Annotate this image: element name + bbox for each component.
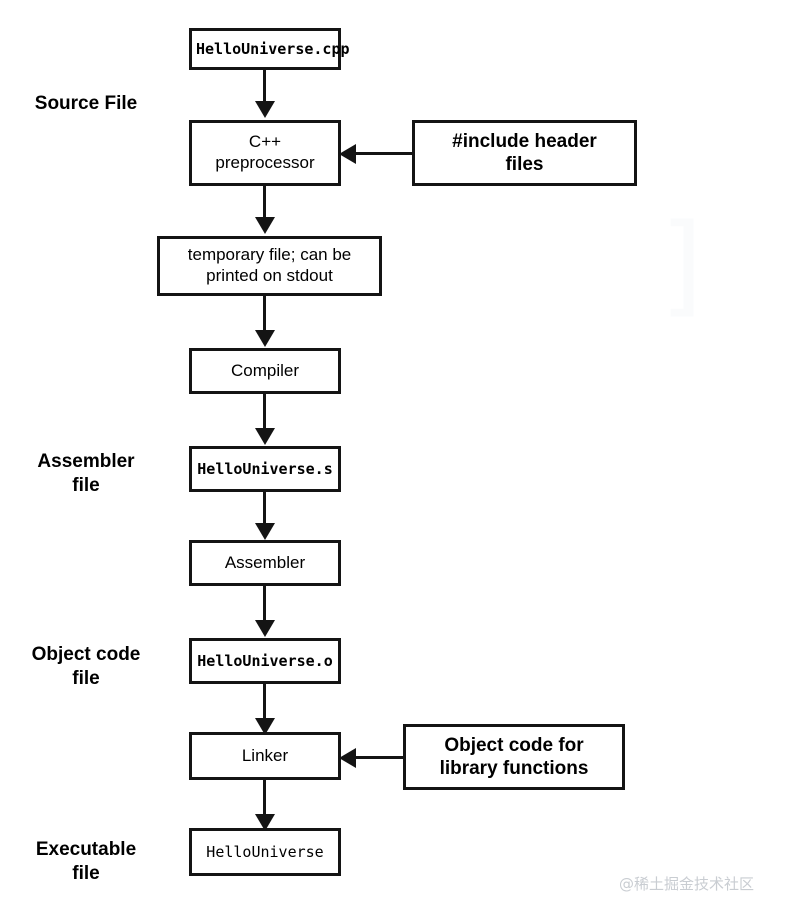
arrowhead-temp-to-compiler bbox=[255, 330, 275, 347]
arrowhead-source-to-preprocessor bbox=[255, 101, 275, 118]
stage-label-executable-file: Executable file bbox=[35, 839, 137, 884]
node-assembly-file[interactable]: HelloUniverse.s bbox=[189, 446, 341, 492]
arrowhead-assembler-to-obj bbox=[255, 620, 275, 637]
stage-label-assembler-file: Assembler file bbox=[37, 451, 135, 496]
node-temporary-file-label: temporary file; can be printed on stdout bbox=[187, 245, 352, 285]
connector-temp-to-compiler bbox=[263, 296, 266, 332]
faint-watermark: ] bbox=[660, 200, 703, 328]
arrowhead-include-to-preprocessor bbox=[339, 144, 356, 164]
node-compiler-label: Compiler bbox=[230, 360, 300, 380]
node-object-file-label: HelloUniverse.o bbox=[197, 651, 333, 670]
node-assembler-label: Assembler bbox=[224, 552, 306, 572]
node-preprocessor-label: C++ preprocessor bbox=[215, 132, 315, 172]
connector-asm-to-assembler bbox=[263, 492, 266, 526]
arrowhead-compiler-to-asm bbox=[255, 428, 275, 445]
site-watermark: @稀土掘金技术社区 bbox=[619, 875, 755, 893]
connector-include-to-preprocessor bbox=[356, 152, 414, 155]
node-object-file[interactable]: HelloUniverse.o bbox=[189, 638, 341, 684]
node-library-object-code[interactable]: Object code for library functions bbox=[403, 724, 625, 790]
connector-library-to-linker bbox=[356, 756, 405, 759]
node-assembler[interactable]: Assembler bbox=[189, 540, 341, 586]
stage-label-object-code-file: Object code file bbox=[31, 644, 141, 689]
node-include-headers[interactable]: #include header files bbox=[412, 120, 637, 186]
connector-linker-to-exe bbox=[263, 780, 266, 816]
node-executable-label: HelloUniverse bbox=[206, 842, 324, 861]
arrowhead-obj-to-linker bbox=[255, 718, 275, 735]
arrowhead-linker-to-exe bbox=[255, 814, 275, 831]
node-linker[interactable]: Linker bbox=[189, 732, 341, 780]
node-source-cpp[interactable]: HelloUniverse.cpp bbox=[189, 28, 350, 70]
arrowhead-library-to-linker bbox=[339, 748, 356, 768]
node-temporary-file[interactable]: temporary file; can be printed on stdout bbox=[157, 236, 382, 296]
connector-source-to-preprocessor bbox=[263, 70, 266, 103]
connector-compiler-to-asm bbox=[263, 394, 266, 430]
stage-label-source-file: Source File bbox=[34, 93, 138, 114]
arrowhead-preprocessor-to-temp bbox=[255, 217, 275, 234]
node-assembly-file-label: HelloUniverse.s bbox=[197, 459, 333, 478]
connector-preprocessor-to-temp bbox=[263, 186, 266, 219]
node-library-object-code-label: Object code for library functions bbox=[439, 734, 589, 779]
node-executable[interactable]: HelloUniverse bbox=[189, 828, 341, 876]
node-preprocessor[interactable]: C++ preprocessor bbox=[189, 120, 341, 186]
arrowhead-asm-to-assembler bbox=[255, 523, 275, 540]
node-linker-label: Linker bbox=[241, 745, 289, 765]
node-include-headers-label: #include header files bbox=[452, 130, 597, 175]
node-compiler[interactable]: Compiler bbox=[189, 348, 341, 394]
connector-obj-to-linker bbox=[263, 684, 266, 720]
node-source-cpp-label: HelloUniverse.cpp bbox=[196, 39, 350, 58]
connector-assembler-to-obj bbox=[263, 586, 266, 622]
